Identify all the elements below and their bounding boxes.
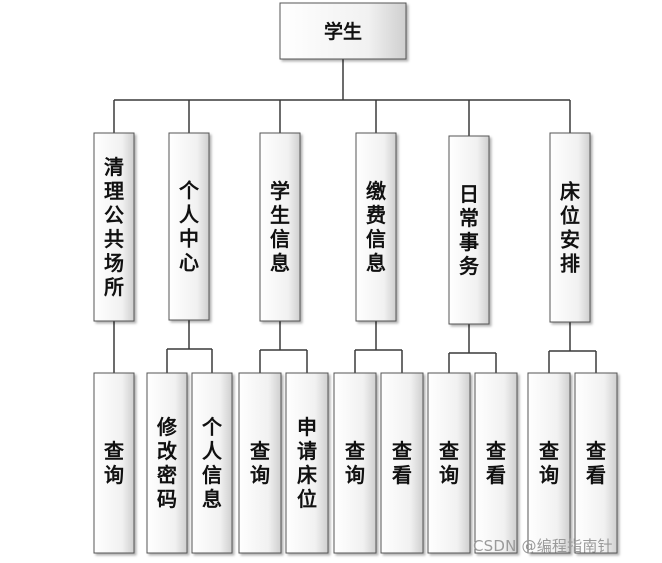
module-6-child-1-node-label: 查询: [539, 439, 559, 487]
module-5-node: 日常事务: [448, 135, 490, 325]
module-2-child-1-node-label: 修改密码: [156, 415, 178, 511]
module-4-child-1-node-label: 查询: [345, 439, 365, 487]
module-3-child-2-node: 申请床位: [285, 372, 329, 554]
module-3-node-label: 学生信息: [270, 179, 290, 275]
module-5-child-1-node: 查询: [427, 372, 471, 554]
module-2-child-1-node: 修改密码: [146, 372, 188, 554]
module-2-child-2-node: 个人信息: [191, 372, 233, 554]
root-node: 学生: [279, 2, 407, 60]
module-3-child-2-node-label: 申请床位: [297, 415, 318, 511]
module-4-node-label: 缴费信息: [366, 179, 387, 275]
module-4-child-2-node: 查看: [380, 372, 424, 554]
module-1-node: 清理公共场所: [93, 132, 135, 322]
module-4-child-2-node-label: 查看: [392, 439, 412, 487]
module-2-node-label: 个人中心: [178, 179, 200, 275]
module-6-node: 床位安排: [549, 132, 591, 323]
module-3-node: 学生信息: [259, 132, 301, 322]
module-6-child-1-node: 查询: [527, 372, 571, 554]
module-1-node-label: 清理公共场所: [104, 155, 124, 299]
module-1-child-1-node-label: 查询: [104, 439, 124, 487]
module-2-node: 个人中心: [168, 132, 210, 321]
watermark: CSDN @编程指南针: [473, 537, 613, 555]
module-3-child-1-node-label: 查询: [250, 439, 270, 487]
connector-lines: [113, 59, 597, 373]
module-4-node: 缴费信息: [355, 132, 397, 322]
root-node-label: 学生: [324, 20, 362, 43]
module-4-child-1-node: 查询: [333, 372, 377, 554]
module-5-child-1-node-label: 查询: [439, 439, 459, 487]
module-3-child-1-node: 查询: [238, 372, 282, 554]
module-5-node-label: 日常事务: [459, 182, 480, 278]
module-6-node-label: 床位安排: [560, 180, 581, 276]
module-2-child-2-node-label: 个人信息: [201, 415, 223, 511]
node-boxes: 学生清理公共场所查询个人中心修改密码个人信息学生信息查询申请床位缴费信息查询查看…: [93, 2, 618, 554]
module-6-child-2-node: 查看: [574, 372, 618, 554]
module-6-child-2-node-label: 查看: [586, 439, 606, 487]
module-1-child-1-node: 查询: [93, 372, 135, 554]
module-5-child-2-node: 查看: [474, 372, 518, 554]
module-5-child-2-node-label: 查看: [486, 439, 506, 487]
